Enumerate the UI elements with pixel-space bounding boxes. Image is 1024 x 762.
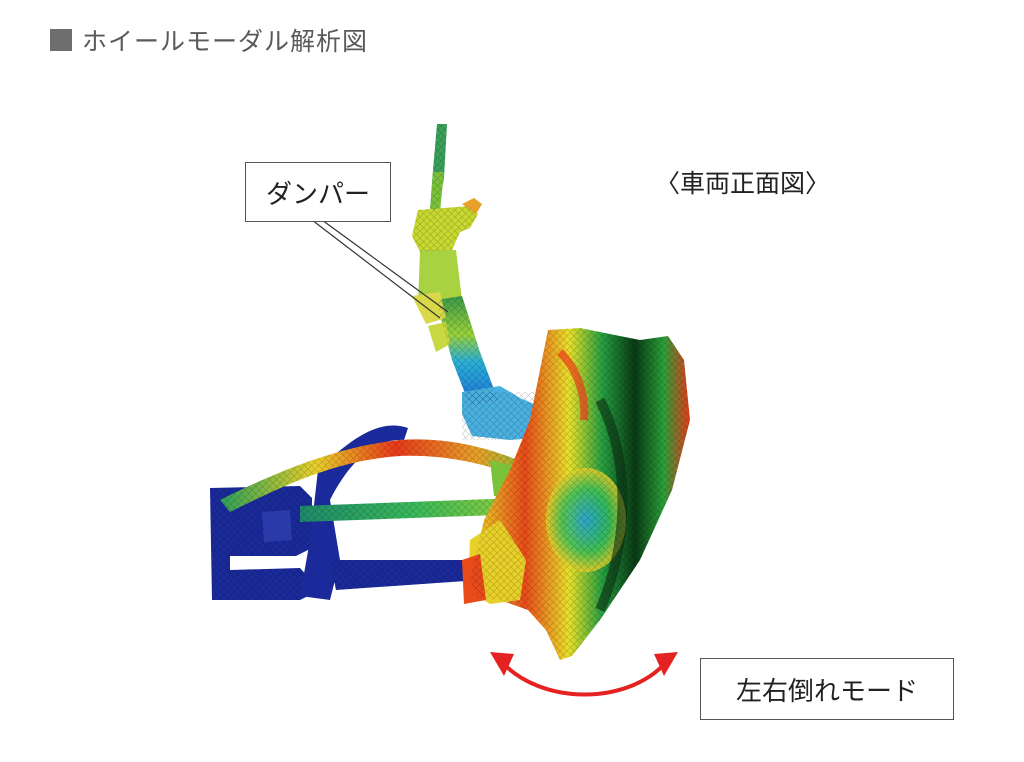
view-label: 〈車両正面図〉 [655,169,831,198]
diagram-title-text: ホイールモーダル解析図 [82,27,369,56]
title-marker-square [50,29,72,51]
diagram-title: ホイールモーダル解析図 [50,22,368,58]
wheel-assembly [462,328,690,660]
damper-strut [412,124,552,440]
damper-leader-lines [311,219,449,319]
damper-callout: ダンパー [245,162,391,222]
mode-callout: 左右倒れモード [700,658,954,720]
rocking-mode-arrow [490,652,678,697]
suspension-arms [210,425,540,600]
